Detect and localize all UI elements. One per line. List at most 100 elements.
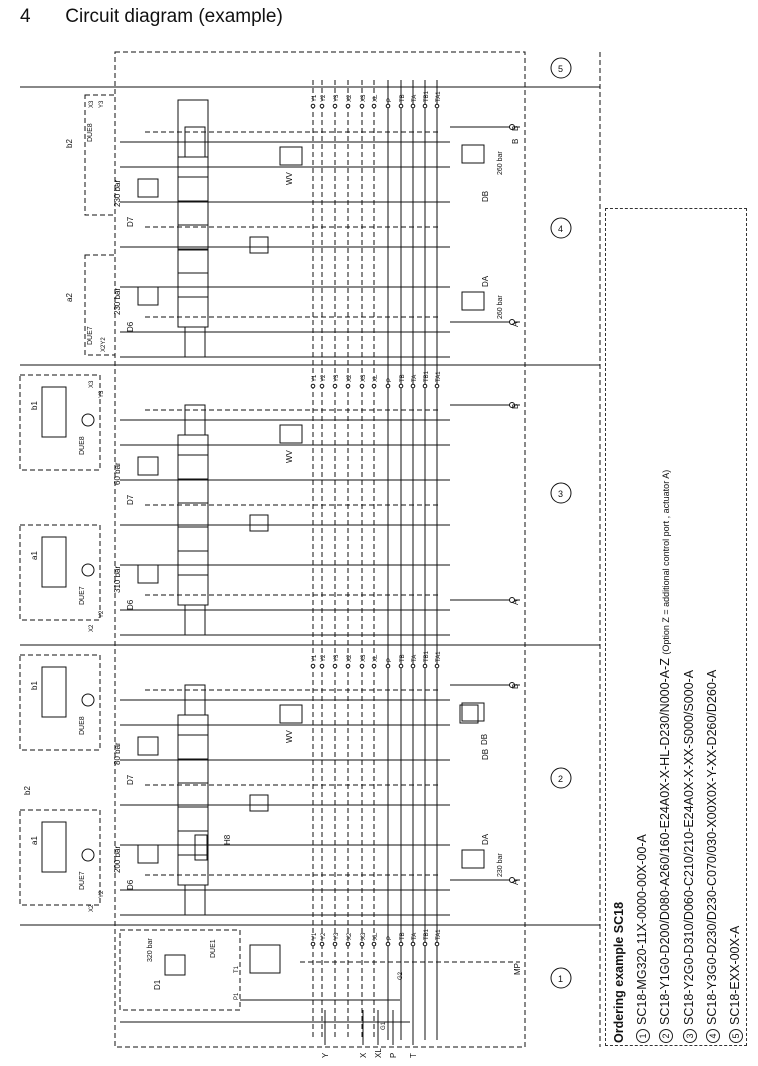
ordering-line-2: 2SC18-Y1G0-D200/D080-A260/160-E24A0X-X-H… xyxy=(654,213,678,1043)
port-xy-label: X3 xyxy=(89,380,95,388)
section-marker xyxy=(550,482,572,504)
bus-label: Y1 xyxy=(312,654,318,662)
due-label: DUE8 xyxy=(79,436,86,455)
port-a xyxy=(509,319,515,325)
filter-symbol xyxy=(81,848,95,862)
bus-node xyxy=(319,941,325,947)
relief-valve-d6 xyxy=(137,844,159,864)
port-b xyxy=(509,402,515,408)
bus-node xyxy=(371,103,377,109)
bus-label: TA1 xyxy=(436,651,442,662)
relief-valve-d1 xyxy=(164,954,186,976)
bus-label: TA1 xyxy=(436,371,442,382)
due-label: DUE7 xyxy=(79,586,86,605)
bus-node xyxy=(310,103,316,109)
bus-node xyxy=(385,383,391,389)
bus-node xyxy=(410,663,416,669)
section-marker xyxy=(550,967,572,989)
port-frame xyxy=(84,94,116,216)
h8-label: H8 xyxy=(223,834,232,845)
bus-node xyxy=(310,663,316,669)
bus-node xyxy=(398,941,404,947)
ordering-line-3: 3SC18-Y2G0-D310/D060-C210/210-E24A0X-X-X… xyxy=(678,213,701,1043)
bus-label: TA xyxy=(412,375,418,382)
bus-node xyxy=(371,941,377,947)
db-valve xyxy=(461,702,485,722)
port-xy-label: X2Y2 xyxy=(101,337,107,352)
section-marker xyxy=(550,217,572,239)
bus-node xyxy=(434,383,440,389)
da-pressure-label: 260 bar xyxy=(497,295,504,319)
bus-label: TB xyxy=(400,932,406,940)
d6-label: D6 xyxy=(126,879,135,890)
bus-node xyxy=(345,103,351,109)
bus-node xyxy=(319,663,325,669)
bus-label: X2 xyxy=(347,374,353,382)
bus-node xyxy=(359,663,365,669)
valve-spool xyxy=(177,99,209,251)
bus-node xyxy=(385,663,391,669)
due8-label: DUE8 xyxy=(87,123,94,142)
bus-label: P xyxy=(387,936,393,940)
port-a-label: A xyxy=(511,321,520,327)
bus-node xyxy=(410,941,416,947)
bus-label: Y2 xyxy=(321,374,327,382)
actuator-label: a1 xyxy=(30,551,39,560)
actuator-box xyxy=(19,654,101,751)
d6-label: D6 xyxy=(126,321,135,332)
bus-label: P xyxy=(387,98,393,102)
da-label: DA xyxy=(481,833,490,845)
port-xy-label: Y3 xyxy=(99,390,105,398)
bus-label: P xyxy=(387,378,393,382)
g1-label: G1 xyxy=(381,1021,387,1030)
d6-label: D6 xyxy=(126,599,135,610)
actuator-label: b1 xyxy=(30,401,39,410)
due-label: DUE8 xyxy=(79,716,86,735)
bus-node xyxy=(319,383,325,389)
actuator-solenoid xyxy=(41,666,67,718)
d7-pressure-label: 80 bar xyxy=(113,742,122,765)
bus-label: TB1 xyxy=(424,650,430,662)
shuttle-valve xyxy=(249,794,269,812)
wv-valve xyxy=(279,704,303,724)
bus-node xyxy=(319,103,325,109)
da-label: DA xyxy=(481,275,490,287)
bus-label: TB xyxy=(400,654,406,662)
port-a-label: A xyxy=(511,879,520,885)
d7-label: D7 xyxy=(126,494,135,505)
g2-label: G2 xyxy=(398,971,404,980)
port-xy-label: Y3 xyxy=(99,100,105,108)
bus-label: X2 xyxy=(347,654,353,662)
filter-symbol xyxy=(81,563,95,577)
bus-node xyxy=(371,383,377,389)
bus-label: XL xyxy=(373,654,379,662)
section-header: 4 Circuit diagram (example) xyxy=(20,6,283,28)
ordering-line-4: 4SC18-Y3G0-D230/D230-C070/030-X00X0X-Y-X… xyxy=(701,213,724,1043)
section-marker xyxy=(550,57,572,79)
relief-valve-d6 xyxy=(137,564,159,584)
bus-label: Y3 xyxy=(334,654,340,662)
bus-node xyxy=(422,941,428,947)
bus-node xyxy=(422,103,428,109)
d6-pressure-label: 200 bar xyxy=(113,846,122,873)
d7-pressure-label: 230 bar xyxy=(113,180,122,207)
port-xy-label: X3 xyxy=(89,100,95,108)
port-b-label: B xyxy=(511,126,520,131)
due-label: DUE7 xyxy=(79,871,86,890)
ordering-line-5: 5SC18-EXX-00X-A xyxy=(724,213,747,1043)
bus-label: TB xyxy=(400,374,406,382)
outer-frame xyxy=(114,51,526,1048)
da-pressure-label: 230 bar xyxy=(497,853,504,877)
port-b xyxy=(509,124,515,130)
due7-label: DUE7 xyxy=(87,326,94,345)
h8-component xyxy=(194,834,208,861)
circuit-lines xyxy=(19,51,601,1048)
bus-label: XL xyxy=(373,932,379,940)
wv-valve xyxy=(279,146,303,166)
mp-label: MP xyxy=(513,963,522,975)
shuttle-valve xyxy=(249,236,269,254)
bus-label: TA xyxy=(412,655,418,662)
bus-label: TB xyxy=(400,94,406,102)
d1-label: D1 xyxy=(153,979,162,990)
